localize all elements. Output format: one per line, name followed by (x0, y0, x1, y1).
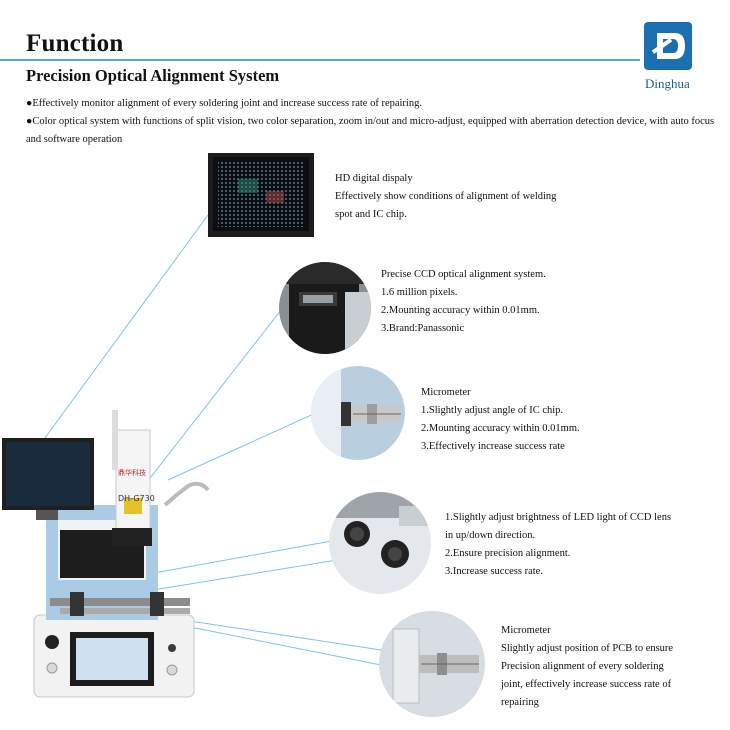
feature-line: Micrometer (501, 625, 551, 636)
feature-micrometer-ic-text: Micrometer 1.Slightly adjust angle of IC… (421, 384, 580, 456)
feature-led-knobs-text: 1.Slightly adjust brightness of LED ligh… (445, 509, 671, 581)
bullet-color-optical-system: ●Color optical system with functions of … (26, 116, 715, 145)
feature-line: 3.Effectively increase success rate (421, 441, 565, 452)
section-subtitle: Precision Optical Alignment System (26, 66, 280, 85)
feature-line: Effectively show conditions of alignment… (335, 191, 557, 202)
feature-line: 1.Slightly adjust angle of IC chip. (421, 405, 564, 416)
feature-line: 2.Mounting accuracy within 0.01mm. (421, 423, 580, 434)
rework-station-image: 鼎华科技 DH-G730 (0, 410, 210, 700)
machine-model-label: DH-G730 (118, 494, 155, 503)
feature-micrometer-pcb-text: Micrometer Slightly adjust position of P… (501, 622, 673, 712)
feature-line: Precision alignment of every soldering (501, 661, 664, 672)
feature-line: 3.Brand:Panassonic (381, 323, 465, 334)
title-divider (0, 59, 640, 61)
feature-line: spot and IC chip. (335, 209, 407, 220)
feature-line: HD digital dispaly (335, 173, 413, 184)
machine-brand-label: 鼎华科技 (118, 469, 146, 477)
feature-line: 2.Ensure precision alignment. (445, 548, 571, 559)
feature-line: Slightly adjust position of PCB to ensur… (501, 643, 674, 654)
logo-text: Dinghua (645, 76, 690, 91)
feature-line: Micrometer (421, 387, 471, 398)
feature-line: in up/down direction. (445, 530, 536, 541)
ccd-camera-image (279, 262, 371, 354)
page-title: Function (26, 30, 124, 57)
feature-line: repairing (501, 697, 539, 708)
led-brightness-knobs-image (329, 492, 431, 594)
feature-line: 1.6 million pixels. (381, 287, 458, 298)
feature-line: Precise CCD optical alignment system. (381, 269, 546, 280)
micrometer-pcb-image (379, 611, 485, 717)
micrometer-ic-image (311, 366, 405, 460)
bullet-monitor-alignment: ●Effectively monitor alignment of every … (26, 98, 422, 109)
feature-ccd-text: Precise CCD optical alignment system. 1.… (381, 266, 546, 338)
feature-line: joint, effectively increase success rate… (501, 679, 672, 690)
feature-line: 3.Increase success rate. (445, 566, 543, 577)
feature-hd-display-text: HD digital dispaly Effectively show cond… (335, 170, 556, 224)
dinghua-logo-icon (643, 21, 693, 71)
feature-line: 1.Slightly adjust brightness of LED ligh… (445, 512, 672, 523)
hd-display-image (208, 153, 314, 237)
feature-line: 2.Mounting accuracy within 0.01mm. (381, 305, 540, 316)
